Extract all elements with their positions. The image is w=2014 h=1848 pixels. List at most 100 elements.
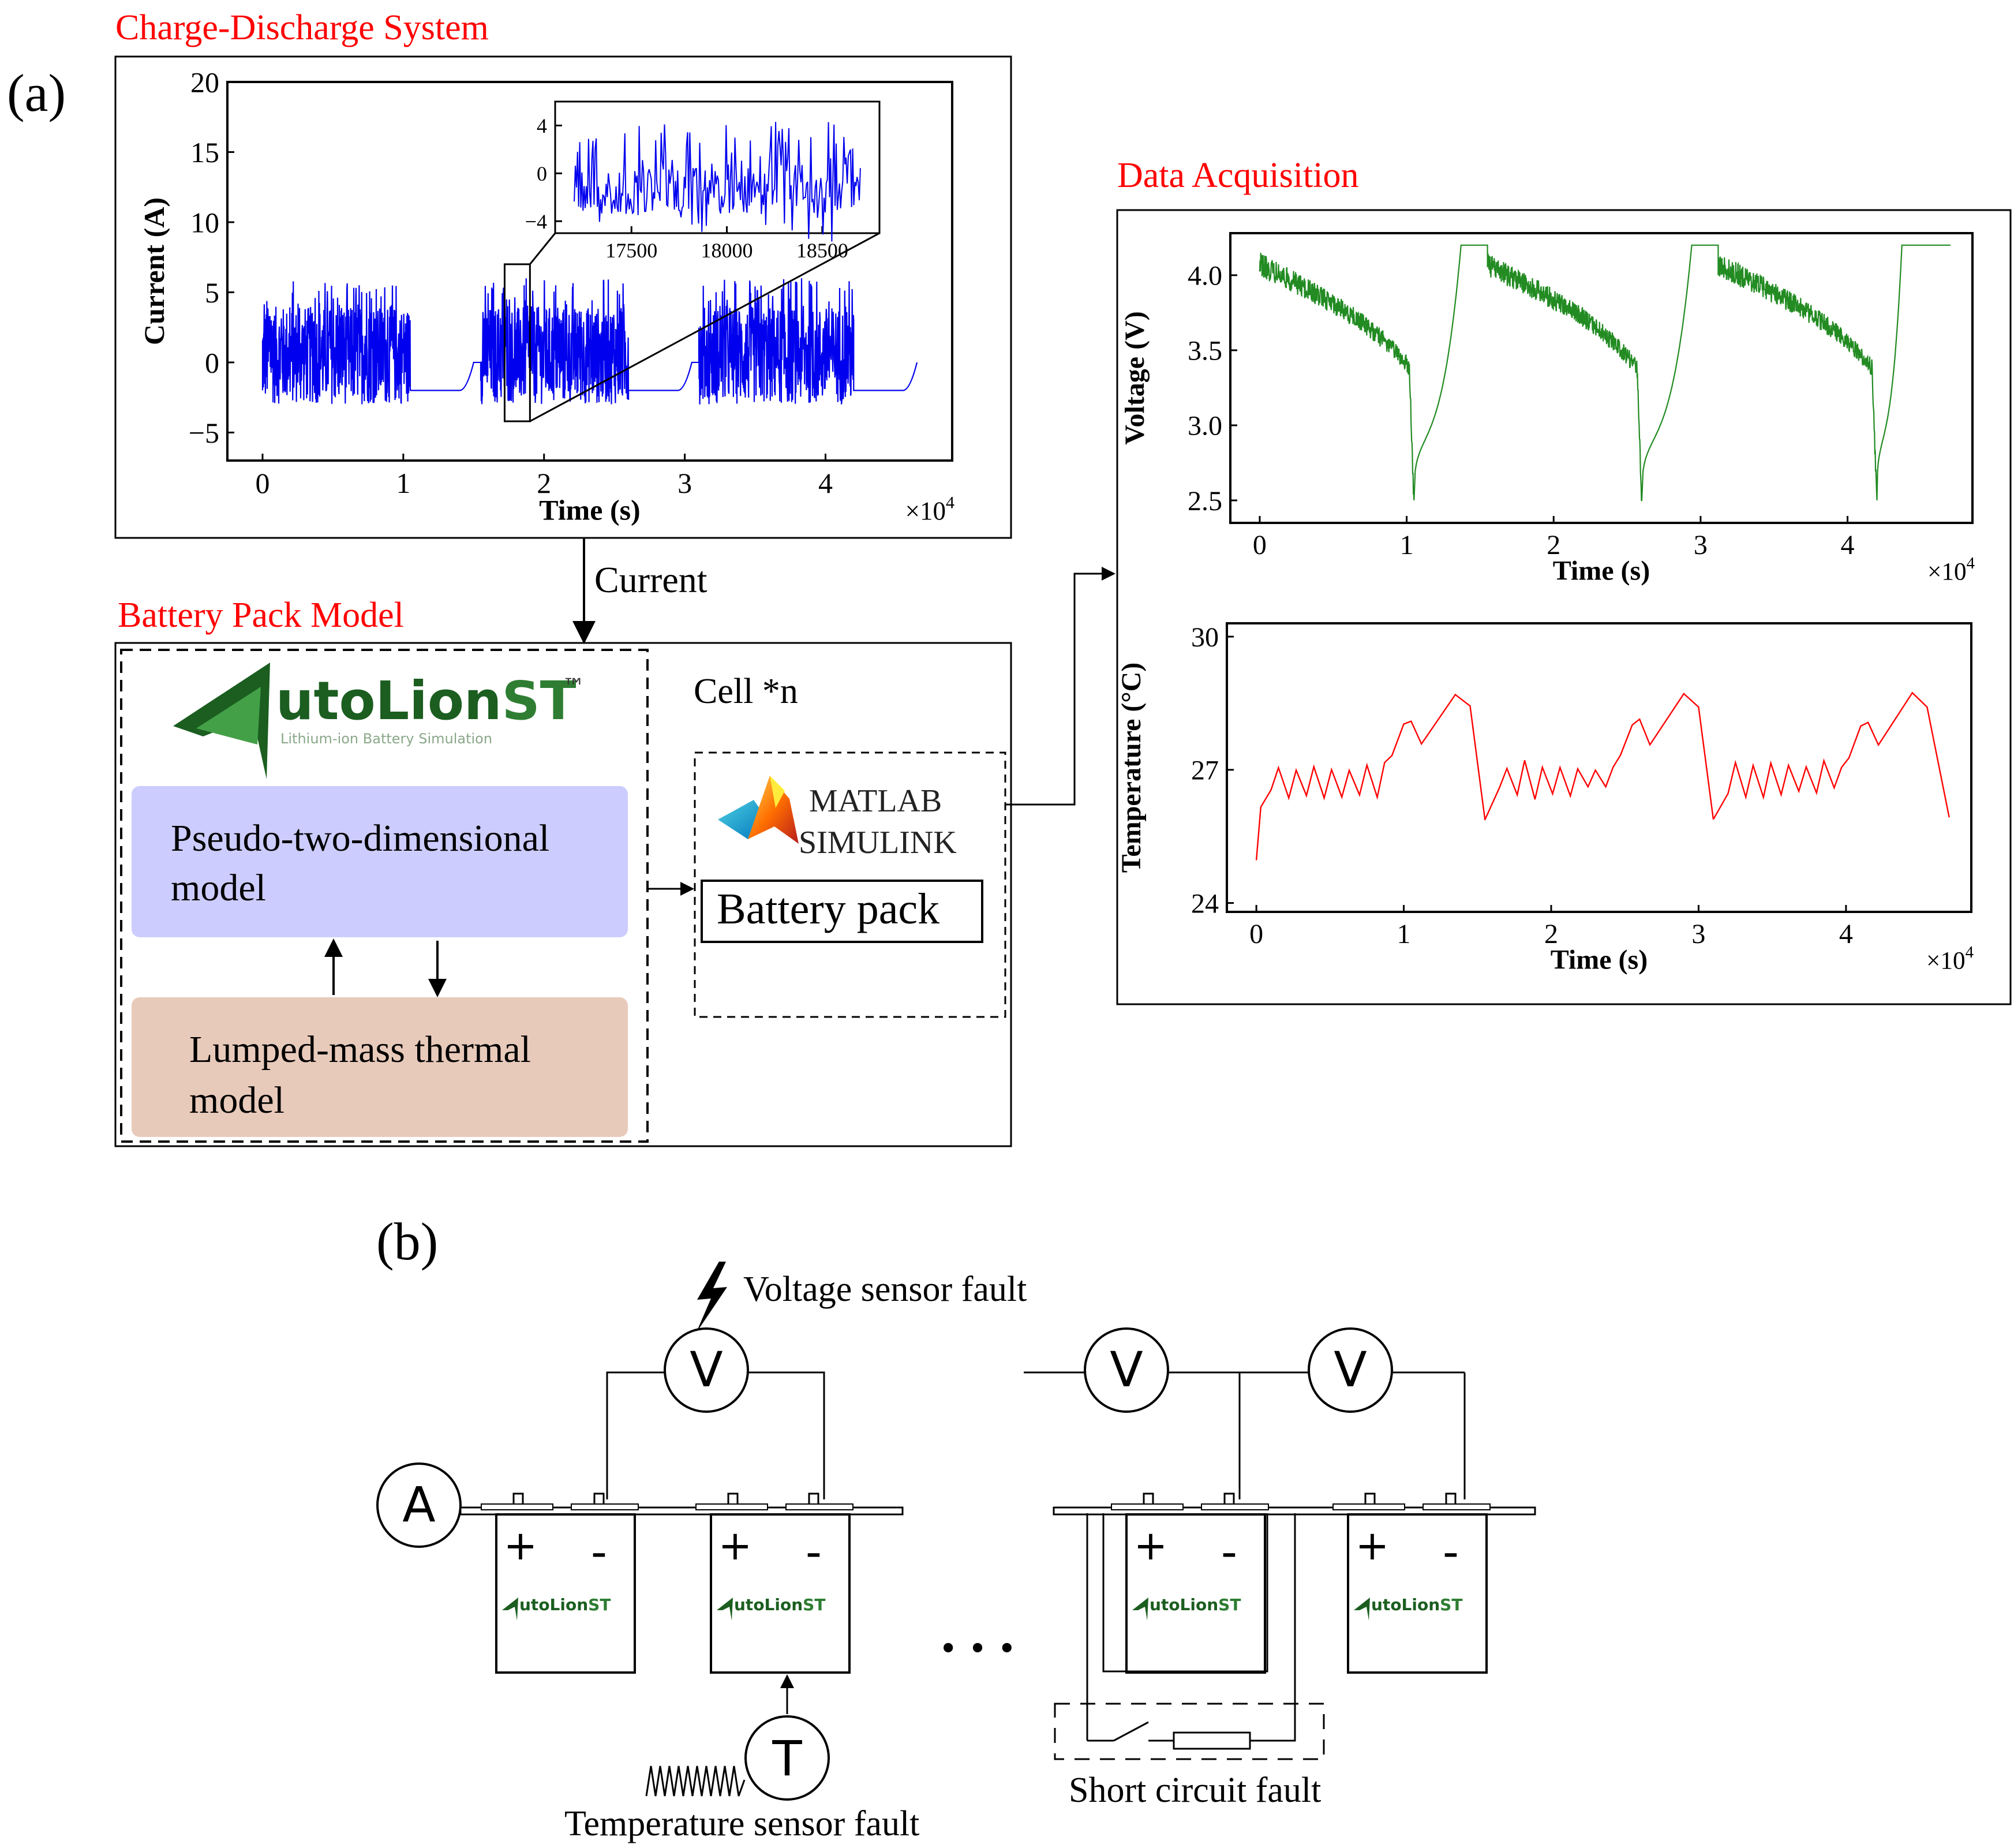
cell-logo-icon <box>717 1598 733 1621</box>
negative-tab <box>571 1503 639 1510</box>
y-tick-label: 0 <box>537 162 547 185</box>
cell-logo-main: utoLion <box>734 1595 803 1614</box>
x-tick-label: 3 <box>677 467 692 499</box>
x-tick-label: 18500 <box>796 239 848 262</box>
ammeter <box>376 1462 462 1548</box>
short-circuit-fault-label: Short circuit fault <box>1069 1771 1321 1810</box>
negative-tab <box>1422 1503 1491 1510</box>
x-tick-label: 4 <box>818 467 833 499</box>
plus-sign: + <box>718 1522 753 1569</box>
voltage-series-line <box>1259 244 1951 502</box>
y-tick-label: −5 <box>189 417 219 449</box>
plot-frame <box>1226 622 1972 913</box>
x-axis-multiplier-exponent: 4 <box>946 493 954 512</box>
thermal-model-box <box>132 997 628 1137</box>
y-tick-label: 27 <box>1191 755 1219 786</box>
cell-logo-main: utoLion <box>1150 1595 1218 1614</box>
matlab-logo-icon <box>718 776 799 844</box>
y-tick-label: 15 <box>190 136 219 169</box>
ammeter-symbol: A <box>402 1476 435 1533</box>
x-tick-label: 1 <box>1397 919 1411 949</box>
zoom-connector-bottom <box>529 232 880 422</box>
autolion-logo-text: utoLionST <box>276 670 577 732</box>
cell-logo-text: utoLionST <box>734 1595 825 1614</box>
y-axis-label: Temperature (°C) <box>1116 663 1147 873</box>
short-circuit-resistor-icon <box>1173 1731 1251 1750</box>
temperature-sensor-fault-label: Temperature sensor fault <box>564 1804 919 1843</box>
cell-logo-text: utoLionST <box>519 1595 611 1614</box>
battery-cell: +-utoLionST <box>481 1492 639 1674</box>
battery-model-frame <box>114 642 1012 1147</box>
x-axis-label: Time (s) <box>1551 944 1648 975</box>
y-axis-label: Voltage (V) <box>1120 311 1150 445</box>
thermometer <box>744 1715 830 1801</box>
cell-logo-st: ST <box>1218 1595 1241 1614</box>
p2d-model-box <box>132 786 628 937</box>
cell-logo-text: utoLionST <box>1371 1595 1462 1614</box>
y-tick-label: 4.0 <box>1188 261 1222 291</box>
y-tick-label: 30 <box>1191 622 1219 653</box>
short-circuit-switch-icon <box>1113 1721 1149 1742</box>
plot-frame <box>226 81 953 462</box>
x-tick-label: 4 <box>1839 919 1853 949</box>
voltmeter-2-symbol: V <box>1110 1341 1143 1398</box>
y-tick-label: 5 <box>205 276 219 309</box>
inset-series-line <box>574 122 861 242</box>
plot-frame <box>1229 232 1974 524</box>
cell-body <box>1125 1513 1266 1674</box>
x-tick-label: 3 <box>1694 530 1708 560</box>
x-tick-label: 1 <box>1400 530 1414 560</box>
cell-logo-icon <box>1354 1598 1370 1621</box>
cell-logo-main: utoLion <box>519 1595 588 1614</box>
x-axis-multiplier: ×104 <box>1927 554 1975 585</box>
charge-discharge-title: Charge-Discharge System <box>115 8 489 47</box>
x-axis-multiplier: ×104 <box>905 493 954 526</box>
data-acquisition-frame <box>1116 209 2012 1005</box>
x-tick-label: 0 <box>255 467 269 499</box>
heating-coil-icon <box>645 1765 746 1797</box>
matlab-label: MATLAB <box>809 783 942 819</box>
minus-sign: - <box>1443 1527 1459 1578</box>
thermal-model-label-line1: Lumped-mass thermal <box>189 1028 531 1071</box>
voltage-sensor-fault-label: Voltage sensor fault <box>743 1270 1027 1309</box>
cell-logo-icon <box>502 1598 518 1621</box>
cell-body <box>1347 1513 1488 1674</box>
minus-sign: - <box>806 1527 822 1578</box>
short-circuit-wire-right <box>1250 1513 1296 1742</box>
cell-logo-st: ST <box>803 1595 825 1614</box>
charge-discharge-frame <box>114 55 1012 539</box>
simulink-to-acquisition-connector <box>1005 567 1115 806</box>
x-axis-label: Time (s) <box>539 494 640 526</box>
autolion-dashed-box <box>120 649 649 1143</box>
p2d-model-label-line2: model <box>171 867 266 909</box>
plot-frame <box>554 100 881 234</box>
positive-tab <box>695 1503 768 1510</box>
zoom-connector-top <box>529 233 556 265</box>
cell-body <box>495 1513 636 1674</box>
battery-cell: +-utoLionST <box>695 1492 853 1674</box>
battery-cells: +-utoLionST+-utoLionST+-utoLionST+-utoLi… <box>481 1492 1491 1674</box>
data-acquisition-title: Data Acquisition <box>1117 156 1358 195</box>
short-circuit-wire-left-inner <box>1102 1513 1268 1673</box>
thermal-model-label-line2: model <box>189 1079 284 1121</box>
voltmeter-1-symbol: V <box>690 1341 723 1398</box>
x-tick-label: 2 <box>1547 530 1560 560</box>
lightning-icon <box>696 1262 727 1333</box>
autolion-logo-subtitle: Lithium-ion Battery Simulation <box>280 731 492 747</box>
y-tick-label: 2.5 <box>1188 486 1222 517</box>
x-tick-label: 18000 <box>701 239 753 262</box>
y-tick-label: 10 <box>190 206 219 238</box>
y-tick-label: 3.5 <box>1188 336 1222 366</box>
short-circuit-dashed-box <box>1054 1703 1325 1760</box>
plus-sign: + <box>1134 1522 1168 1569</box>
p2d-model-label-line1: Pseudo-two-dimensional <box>171 817 549 859</box>
panel-b-label: (b) <box>376 1212 438 1271</box>
cell-body <box>710 1513 851 1674</box>
battery-pack-label: Battery pack <box>717 885 939 933</box>
negative-tab <box>785 1503 853 1510</box>
autolion-logo: utoLionST ™ Lithium-ion Battery Simulati… <box>173 663 585 779</box>
